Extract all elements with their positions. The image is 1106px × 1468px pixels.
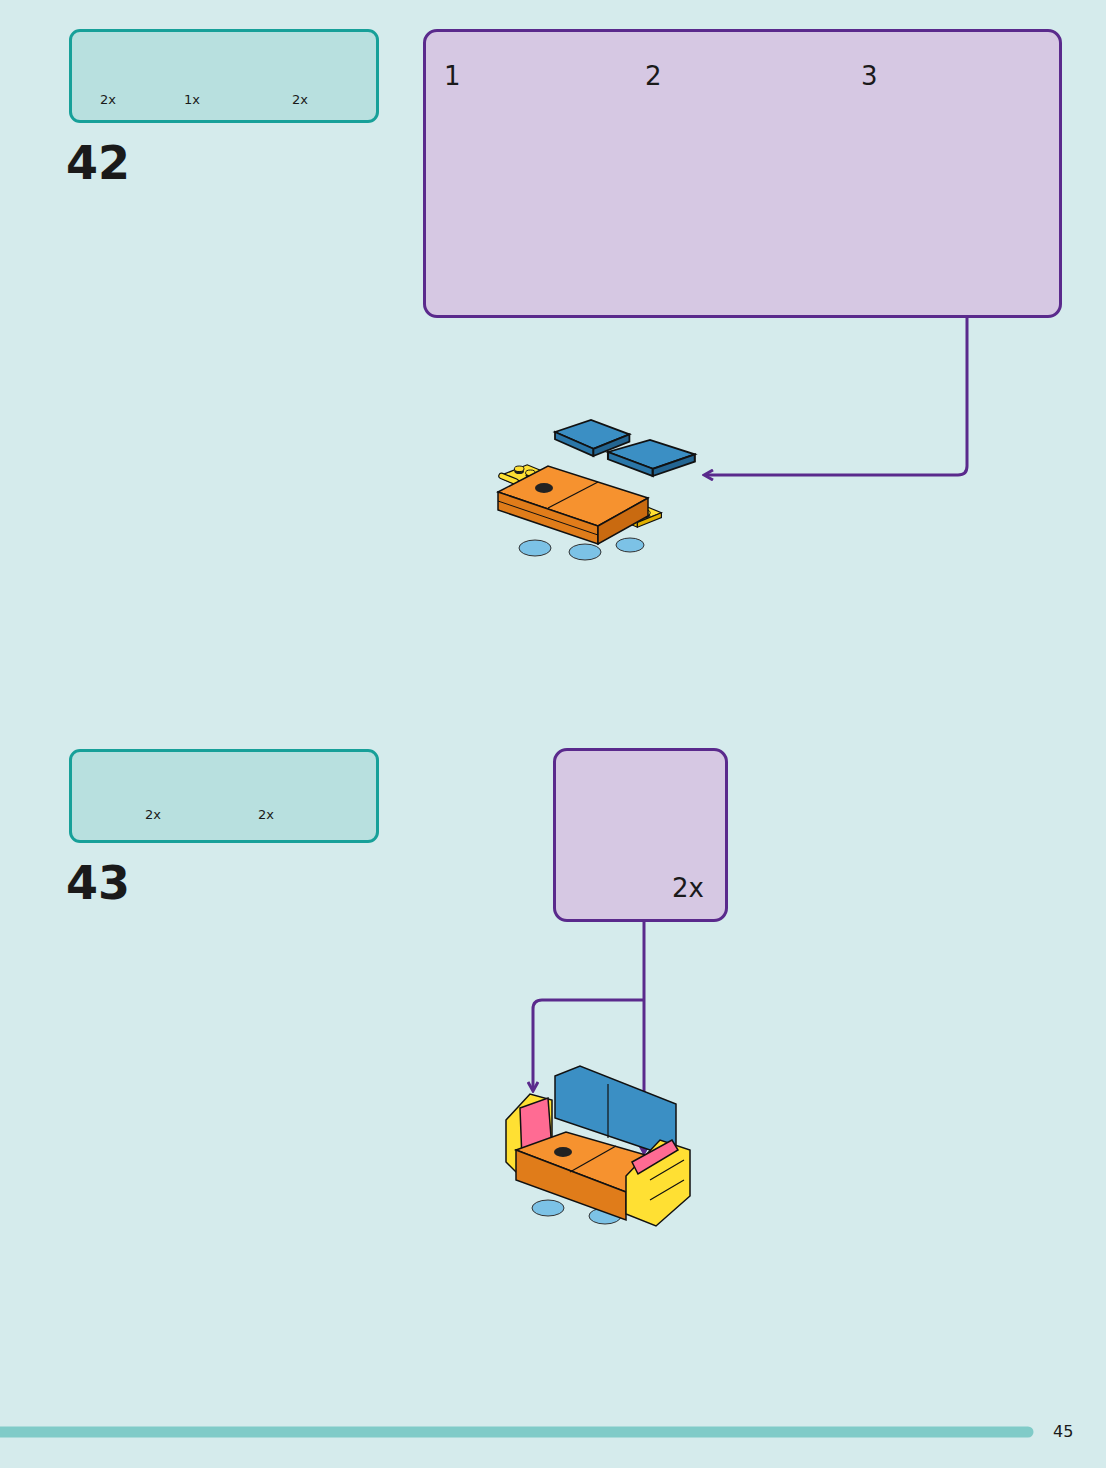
part-count: 2x	[100, 93, 116, 106]
part-count: 2x	[258, 808, 274, 821]
part-count: 2x	[145, 808, 161, 821]
substep-box: 1 2 3	[423, 29, 1062, 318]
substep-number: 2	[645, 63, 662, 89]
substep-number: 1	[444, 63, 461, 89]
step-number: 42	[66, 140, 130, 186]
substep-box: 2x	[553, 748, 728, 922]
part-count: 2x	[292, 93, 308, 106]
parts-box: 2x 1x 2x	[69, 29, 379, 123]
part-count: 1x	[184, 93, 200, 106]
step-number: 43	[66, 860, 130, 906]
parts-box: 2x 2x	[69, 749, 379, 843]
substep-number: 2x	[672, 875, 704, 901]
substep-number: 3	[861, 63, 878, 89]
page-number: 45	[1053, 1424, 1073, 1440]
